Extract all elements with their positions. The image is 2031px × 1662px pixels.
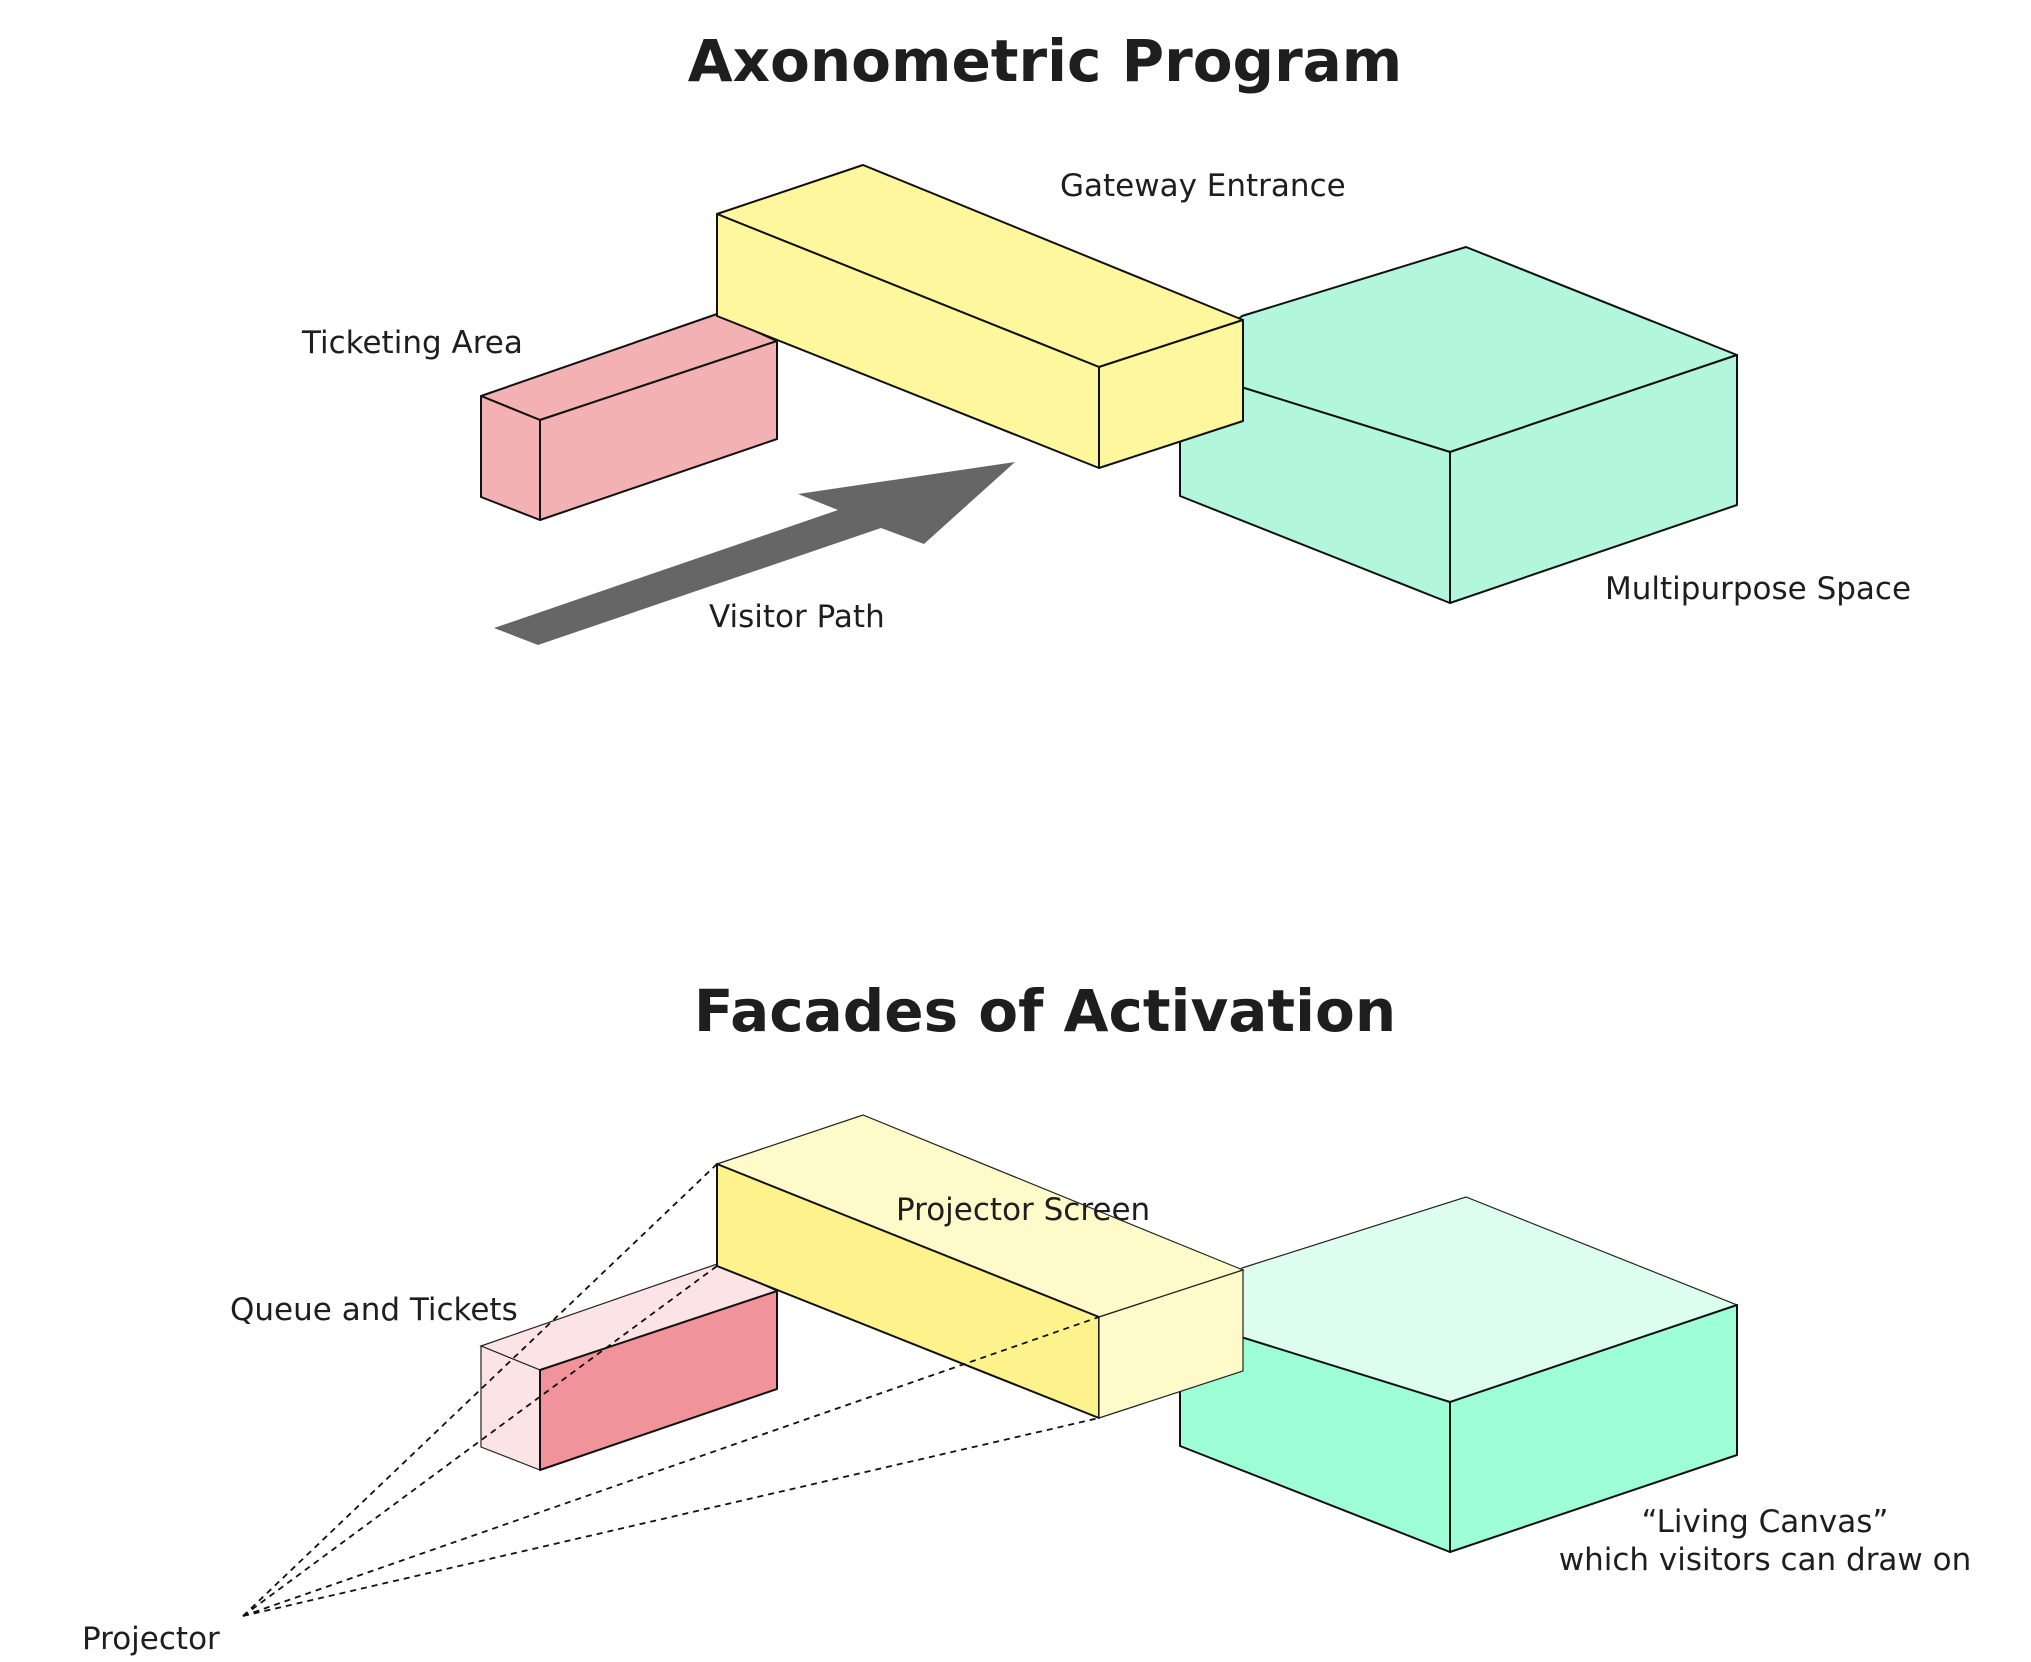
facades-of-activation-diagram: Facades of Activation Projector Scr <box>82 977 1971 1657</box>
gateway-entrance-label: Gateway Entrance <box>1060 168 1346 204</box>
ticketing-area-block <box>480 313 778 521</box>
visitor-path-label: Visitor Path <box>709 599 885 635</box>
facades-of-activation-title: Facades of Activation <box>694 977 1396 1045</box>
projector-screen-label: Projector Screen <box>896 1192 1150 1228</box>
multipurpose-space-label: Multipurpose Space <box>1605 571 1911 607</box>
gateway-entrance-right-face <box>1098 319 1244 469</box>
living-canvas-label-line1: “Living Canvas” <box>1642 1504 1889 1540</box>
axonometric-program-title: Axonometric Program <box>688 27 1403 95</box>
gateway-entrance-block <box>716 164 1244 469</box>
ticketing-area-label: Ticketing Area <box>301 325 523 361</box>
projector-screen-block <box>715 1114 1245 1419</box>
projector-label: Projector <box>82 1621 220 1657</box>
queue-tickets-label: Queue and Tickets <box>230 1292 518 1328</box>
living-canvas-label-line2: which visitors can draw on <box>1559 1542 1972 1578</box>
axonometric-program-diagram: Axonometric Program Gateway Entrance Tic… <box>301 27 1911 645</box>
queue-tickets-block <box>479 1263 779 1471</box>
projection-rays <box>242 1163 1100 1617</box>
living-canvas-right-face <box>1449 1304 1738 1553</box>
projector-screen-right-face <box>1098 1269 1244 1419</box>
ticketing-area-right-face <box>539 340 778 521</box>
living-canvas-block <box>1178 1196 1739 1553</box>
queue-tickets-right-face <box>539 1290 778 1471</box>
multipurpose-space-right-face <box>1449 354 1738 604</box>
visitor-path-arrow <box>494 462 1015 645</box>
multipurpose-space-block <box>1179 246 1738 604</box>
